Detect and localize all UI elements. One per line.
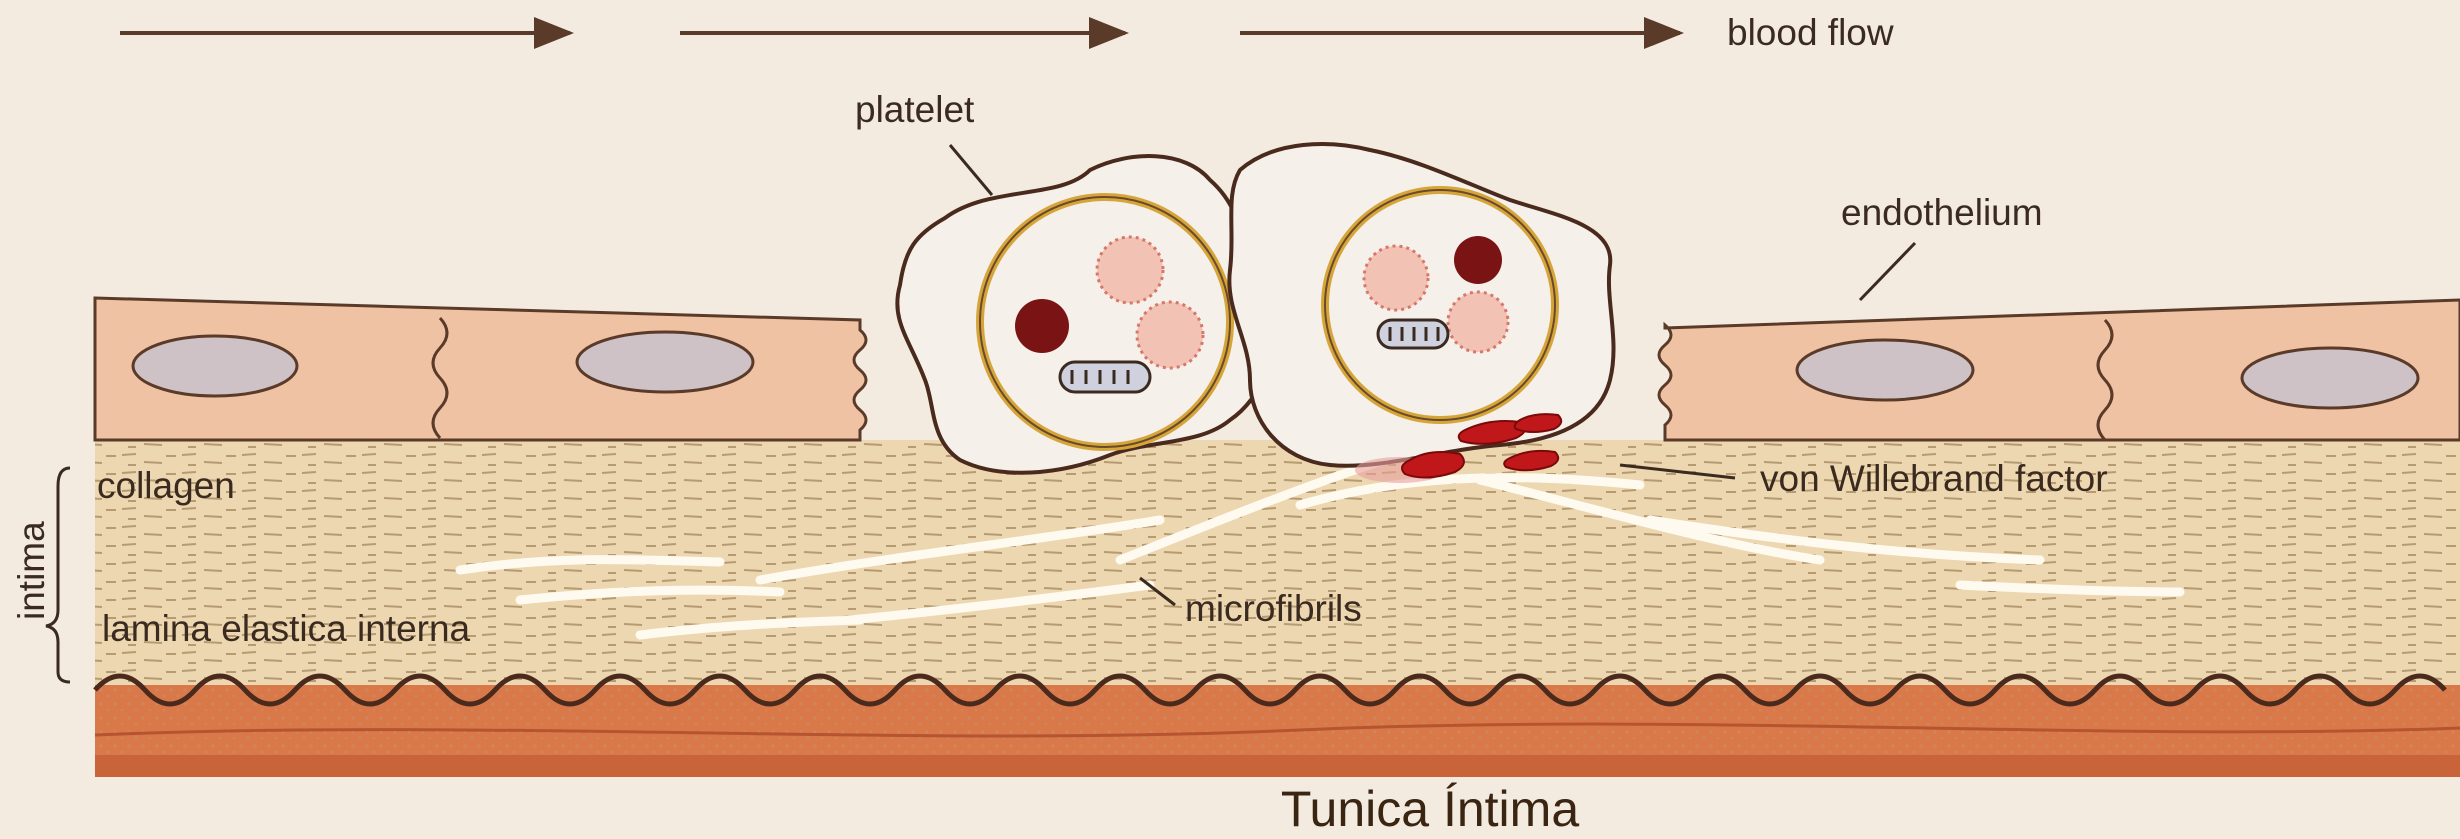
alpha-granule [1097,237,1163,303]
microfibrils-label: microfibrils [1185,588,1362,629]
nucleus [2242,348,2418,408]
intima-label: intima [11,521,52,620]
nucleus [577,332,753,392]
platelet-label: platelet [855,89,975,130]
platelet-body [897,156,1273,473]
blood-flow-label: blood flow [1727,12,1894,53]
endothelium-label: endothelium [1841,192,2043,233]
nucleus [133,336,297,396]
alpha-granule [1137,302,1203,368]
endothelium-leader [1860,243,1915,300]
endothelial-cells-left [95,298,866,440]
lamina-elastica-label: lamina elastica interna [102,608,471,649]
alpha-granule [1448,292,1508,352]
diagram-title: Tunica Íntima [1281,781,1579,837]
platelet-1 [897,156,1273,473]
mitochondrion-icon [1060,362,1150,392]
platelet-leader [950,145,992,195]
mitochondrion-icon [1378,320,1448,348]
dense-granule [1015,299,1069,353]
endothelial-cells-right [1659,300,2460,440]
dense-granule [1454,236,1502,284]
collagen-label: collagen [97,465,235,506]
vwf-label: von Willebrand factor [1760,458,2108,499]
alpha-granule [1364,246,1428,310]
nucleus [1797,340,1973,400]
